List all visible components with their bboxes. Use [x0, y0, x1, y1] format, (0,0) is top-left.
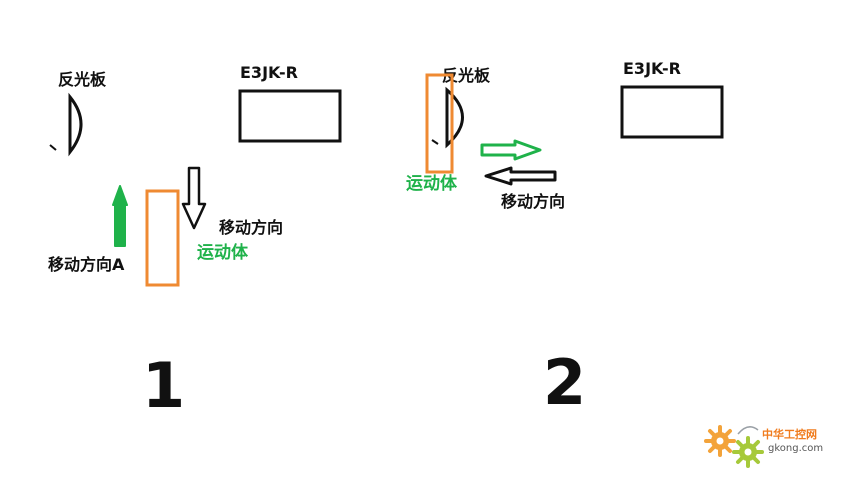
panel2-green-right-arrow	[480, 139, 542, 161]
panel2-number: 2	[543, 346, 586, 419]
panel2-moving-body-label: 运动体	[406, 173, 458, 194]
panel2-reflector-mark	[431, 139, 439, 145]
panel2-reflector-label: 反光板	[442, 66, 491, 85]
green-gear-icon	[732, 436, 764, 468]
panel1-reflector-mark	[49, 144, 57, 151]
panel1-reflector-shape	[68, 92, 83, 157]
panel2-sensor-label: E3JK-R	[623, 59, 681, 78]
panel1-reflector-label: 反光板	[58, 70, 107, 89]
panel-1: 反光板 E3JK-R 移动方向A 移动方向 运动体 1	[48, 63, 342, 422]
watermark: 中华工控网 gkong.com	[704, 425, 823, 468]
panel2-moving-body	[425, 73, 454, 174]
panel2-direction-arrow	[484, 166, 557, 186]
swoosh-icon	[737, 426, 759, 435]
panel1-moving-body-label: 运动体	[197, 242, 249, 263]
panel-2: 反光板 运动体 E3JK-R 移动方向 2	[406, 59, 724, 419]
panel1-moving-body	[145, 189, 180, 287]
watermark-name: 中华工控网	[762, 427, 817, 441]
orange-gear-icon	[704, 425, 736, 457]
panel1-direction-label: 移动方向	[219, 218, 283, 237]
panel1-direction-arrow	[181, 166, 207, 230]
panel2-sensor-box	[620, 85, 724, 139]
panel1-direction-a-arrow	[112, 185, 128, 247]
panel1-sensor-label: E3JK-R	[240, 63, 298, 82]
panel1-direction-a-label: 移动方向A	[48, 255, 125, 274]
panel2-direction-label: 移动方向	[501, 192, 565, 211]
panel1-number: 1	[142, 349, 185, 422]
panel2-reflector-shape	[445, 86, 464, 149]
panel1-sensor-box	[238, 89, 342, 143]
watermark-domain: gkong.com	[768, 443, 823, 454]
